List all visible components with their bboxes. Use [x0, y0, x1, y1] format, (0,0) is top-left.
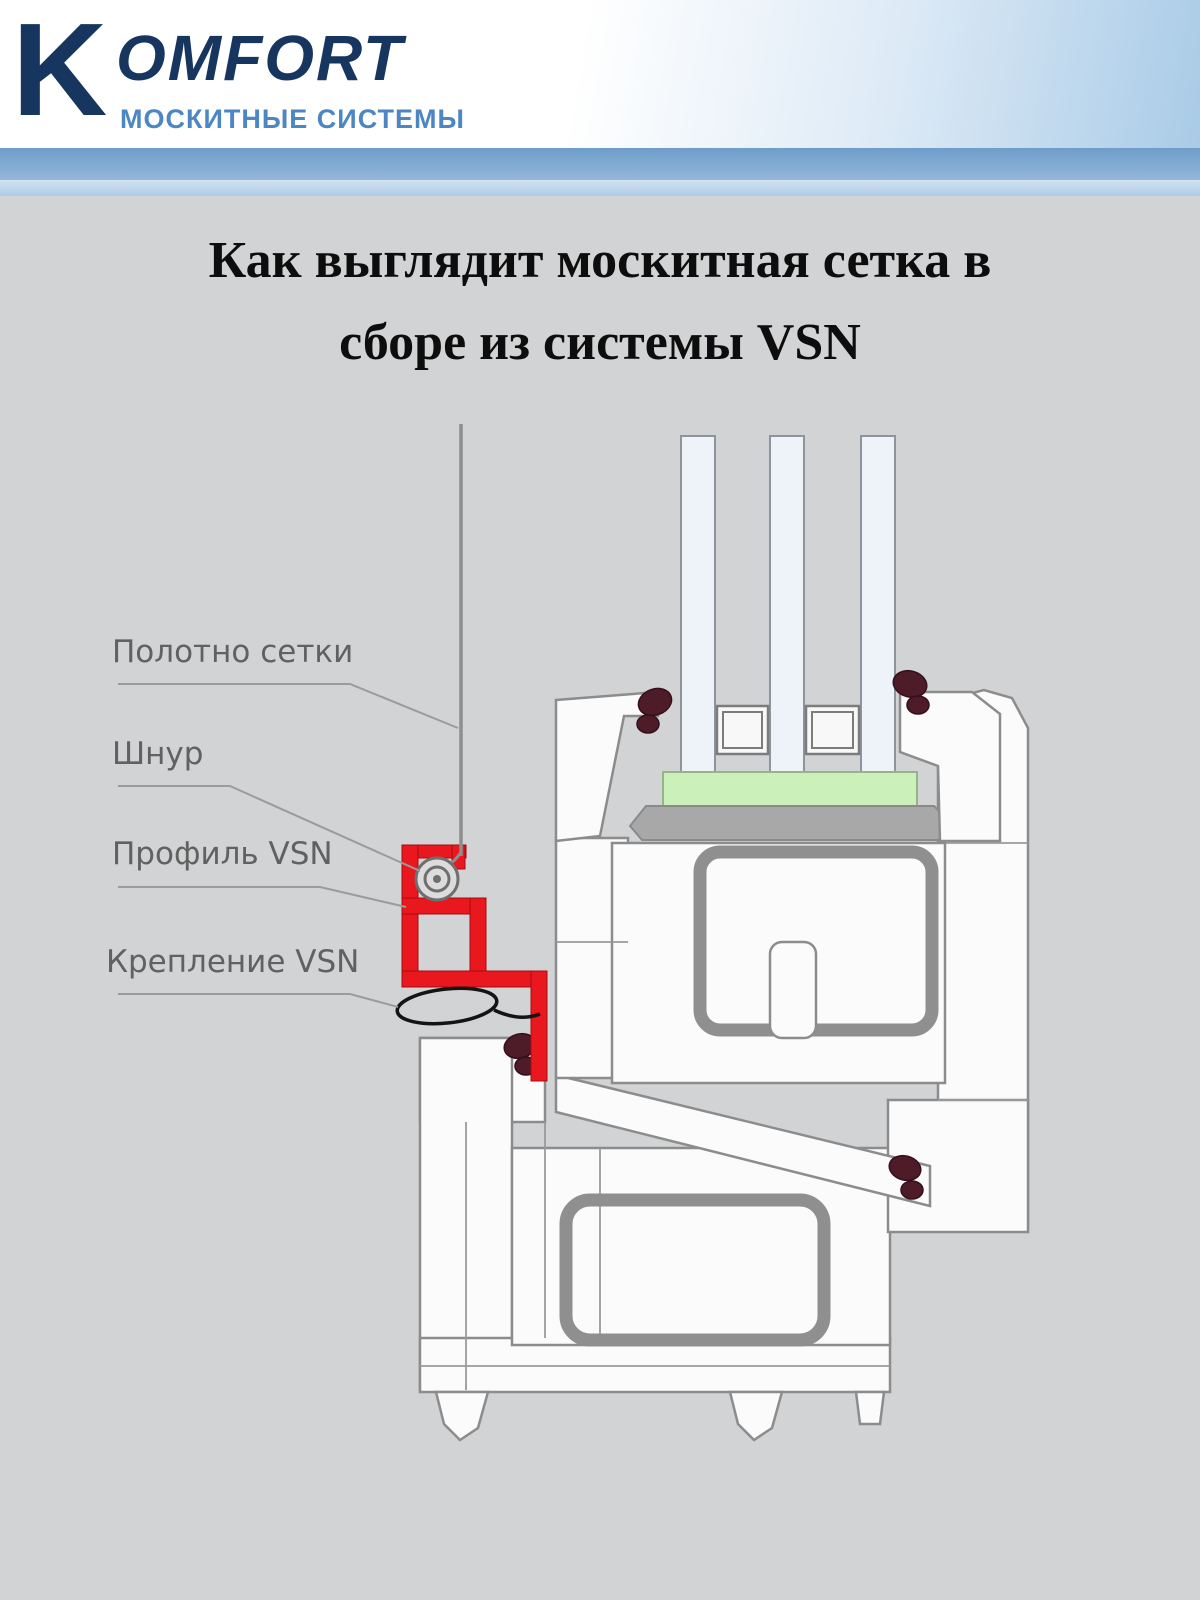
- leader-cord: [118, 785, 421, 872]
- sash-inner-web: [768, 940, 818, 1040]
- cord-spiral: [414, 856, 460, 902]
- label-vsn-mount: Крепление VSN: [106, 944, 360, 980]
- leader-vsn-profile: [118, 886, 407, 908]
- logo-wordmark: OMFORT: [116, 22, 405, 94]
- steel-reinforcement-lower: [559, 1193, 831, 1347]
- mounting-clip: [395, 986, 541, 1026]
- leader-net-fabric: [118, 683, 459, 729]
- logo-letter-k: K: [12, 0, 108, 143]
- frame-foot: [854, 1390, 886, 1426]
- leader-lines: [118, 683, 459, 1008]
- glazing-spacers: [715, 704, 861, 756]
- label-cord: Шнур: [112, 736, 204, 772]
- glass-unit: [628, 435, 954, 841]
- leader-vsn-mount: [118, 993, 399, 1008]
- frame-detail-lines: [420, 842, 1028, 1390]
- setting-block: [662, 771, 918, 807]
- frame-foot: [434, 1390, 490, 1442]
- header-stripe-dark: [0, 148, 1200, 180]
- label-net-fabric: Полотно сетки: [112, 634, 354, 670]
- page-title: Как выглядит москитная сетка в сборе из …: [0, 220, 1200, 384]
- glazing-bridge: [628, 805, 954, 841]
- page-title-line2: сборе из системы VSN: [339, 314, 861, 372]
- header-background: [0, 0, 1200, 148]
- glazing-beads: [554, 690, 1002, 843]
- glazing-spacer-inner: [722, 711, 854, 749]
- label-vsn-profile: Профиль VSN: [112, 836, 333, 872]
- frame-foot: [728, 1390, 784, 1442]
- page-title-line1: Как выглядит москитная сетка в: [208, 232, 992, 289]
- header-stripe-light: [0, 180, 1200, 196]
- header-banner: K OMFORT МОСКИТНЫЕ СИСТЕМЫ: [0, 0, 1200, 196]
- gasket-seals: [503, 669, 930, 1200]
- glass-panes: [680, 435, 896, 776]
- logo-subtitle: МОСКИТНЫЕ СИСТЕМЫ: [120, 104, 465, 134]
